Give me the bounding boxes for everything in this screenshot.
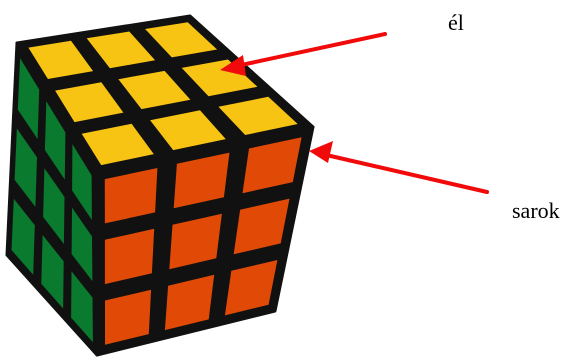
left-sticker <box>11 198 35 275</box>
right-sticker <box>104 228 155 285</box>
left-sticker <box>71 271 93 343</box>
top-sticker <box>86 31 156 69</box>
cube-right-face <box>93 125 315 357</box>
left-sticker <box>71 207 93 282</box>
right-sticker <box>173 152 230 209</box>
right-sticker <box>169 213 222 270</box>
edge-label: él <box>448 10 464 35</box>
corner-arrow-shaft <box>320 152 489 194</box>
top-sticker <box>181 59 258 97</box>
left-sticker <box>43 168 65 244</box>
right-sticker <box>164 274 215 331</box>
rubiks-cube <box>5 14 315 357</box>
top-sticker <box>218 96 298 135</box>
corner-arrow <box>309 141 489 194</box>
left-sticker <box>41 235 64 309</box>
top-sticker <box>55 82 124 123</box>
right-sticker <box>233 198 290 255</box>
edge-arrow-shaft <box>230 32 387 69</box>
cube-top-face <box>15 14 315 175</box>
top-sticker <box>145 22 218 58</box>
corner-arrow-head <box>309 141 333 163</box>
right-sticker <box>242 137 302 194</box>
right-sticker <box>224 260 278 316</box>
right-sticker <box>104 168 158 224</box>
top-sticker <box>81 123 154 166</box>
top-sticker <box>150 110 226 151</box>
right-sticker <box>105 289 152 345</box>
edge-arrow <box>220 32 387 76</box>
cube-left-face <box>5 41 99 357</box>
left-sticker <box>17 58 40 140</box>
left-sticker <box>14 128 37 207</box>
left-sticker <box>72 144 92 220</box>
top-sticker <box>28 40 94 79</box>
left-sticker <box>44 101 66 180</box>
corner-label: sarok <box>512 198 560 223</box>
edge-arrow-head <box>220 55 246 76</box>
top-sticker <box>118 70 191 110</box>
